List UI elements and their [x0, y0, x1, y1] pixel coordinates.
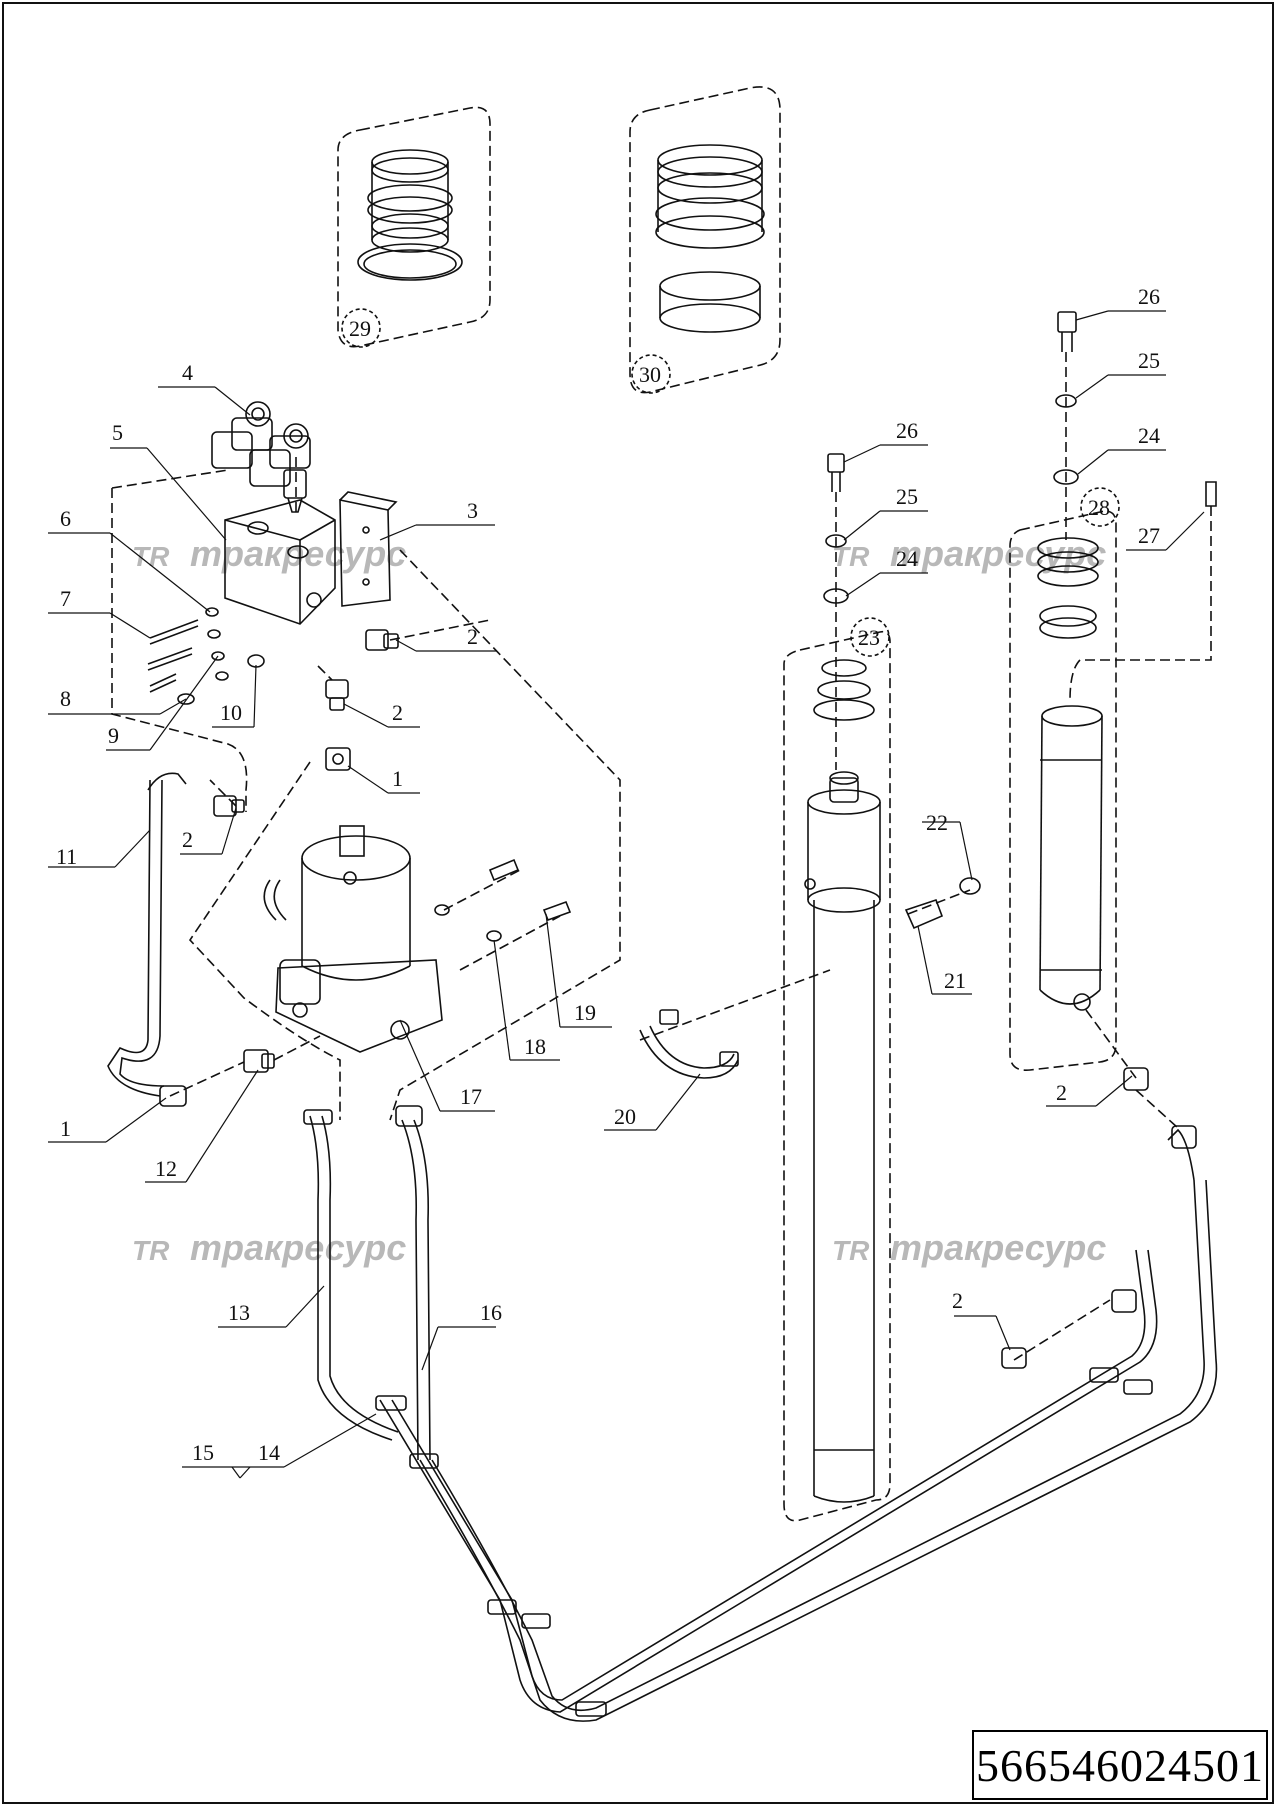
fitting-1-tee [325, 747, 351, 771]
bolts-and-washers [147, 607, 265, 705]
solenoid-valves [211, 401, 311, 513]
cylinder-23-fasteners [823, 453, 849, 770]
pipe-lines [375, 1125, 1218, 1722]
manifold-block [224, 499, 336, 625]
callout-8: 8 [60, 686, 71, 711]
callout-24b: 24 [1138, 423, 1160, 448]
fitting-2-pump [325, 679, 349, 711]
clamp-20 [639, 1009, 739, 1079]
hose-16 [395, 1105, 439, 1469]
cylinder-28 [1009, 510, 1117, 1071]
callout-12: 12 [155, 1156, 177, 1181]
fitting-12 [243, 1049, 275, 1073]
callout-26b: 26 [1138, 284, 1160, 309]
callout-22: 22 [926, 810, 948, 835]
svg-text:TR: TR [832, 1235, 870, 1266]
callout-29: 29 [349, 316, 371, 341]
callout-2e: 2 [1056, 1080, 1067, 1105]
callout-10: 10 [220, 700, 242, 725]
callout-3: 3 [467, 498, 478, 523]
callout-11: 11 [56, 844, 77, 869]
callout-23: 23 [858, 625, 880, 650]
callout-27: 27 [1138, 523, 1160, 548]
callout-30: 30 [639, 362, 661, 387]
hose-13 [303, 1109, 399, 1441]
svg-text:тракресурс: тракресурс [890, 533, 1106, 574]
callout-2a: 2 [467, 624, 478, 649]
watermark-top-left: TR тракресурс [132, 533, 406, 574]
callout-18: 18 [524, 1034, 546, 1059]
leader-lines [48, 310, 1205, 1479]
callout-2c: 2 [182, 827, 193, 852]
callout-25a: 25 [896, 484, 918, 509]
callout-17: 17 [460, 1084, 482, 1109]
watermark-bottom-right: TR тракресурс [832, 1227, 1106, 1268]
seal-kit-30 [629, 86, 781, 394]
nut-22 [959, 877, 981, 895]
callout-14: 14 [258, 1440, 280, 1465]
callout-9: 9 [108, 723, 119, 748]
cylinder-28-fasteners [1053, 311, 1217, 701]
callout-4: 4 [182, 360, 193, 385]
callout-13: 13 [228, 1300, 250, 1325]
svg-text:TR: TR [132, 1235, 170, 1266]
watermark-top-right: TR тракресурс [832, 533, 1106, 574]
svg-text:TR: TR [832, 541, 870, 572]
fitting-21 [904, 898, 944, 930]
callout-24a: 24 [896, 546, 918, 571]
circled-callout-labels: 29 30 23 28 [349, 316, 1110, 650]
hose-11 [107, 772, 187, 1107]
assembly-envelope-valve [111, 469, 248, 812]
callout-labels: 4 5 3 6 7 2 8 2 10 9 1 11 2 1 12 17 18 1… [56, 284, 1160, 1465]
callout-15: 15 [192, 1440, 214, 1465]
watermark-bottom-left: TR тракресурс [132, 1227, 406, 1268]
callout-25b: 25 [1138, 348, 1160, 373]
circled-callouts [341, 308, 1120, 657]
callout-16: 16 [480, 1300, 502, 1325]
cylinder-23 [783, 630, 891, 1522]
fitting-2-bottom [1001, 1347, 1027, 1369]
screws-18-19 [434, 858, 572, 942]
callout-21: 21 [944, 968, 966, 993]
callout-6: 6 [60, 506, 71, 531]
callout-26a: 26 [896, 418, 918, 443]
assembly-envelope-pump-right [389, 549, 621, 1121]
svg-text:тракресурс: тракресурс [890, 1227, 1106, 1268]
power-unit [263, 825, 443, 1053]
svg-text:тракресурс: тракресурс [190, 1227, 406, 1268]
svg-text:TR: TR [132, 541, 170, 572]
callout-19: 19 [574, 1000, 596, 1025]
dashed-connections [169, 456, 1179, 1361]
callout-5: 5 [112, 420, 123, 445]
callout-20: 20 [614, 1104, 636, 1129]
document-number-box: 566546024501 [972, 1730, 1268, 1800]
seal-kit-29 [337, 106, 491, 348]
callout-7: 7 [60, 586, 71, 611]
callout-2b: 2 [392, 700, 403, 725]
mounting-bracket [339, 491, 398, 607]
callout-1b: 1 [60, 1116, 71, 1141]
document-number: 566546024501 [976, 1739, 1264, 1791]
assembly-envelope-pump [188, 665, 341, 1120]
callout-2d: 2 [952, 1288, 963, 1313]
callout-28: 28 [1088, 495, 1110, 520]
callout-1a: 1 [392, 766, 403, 791]
